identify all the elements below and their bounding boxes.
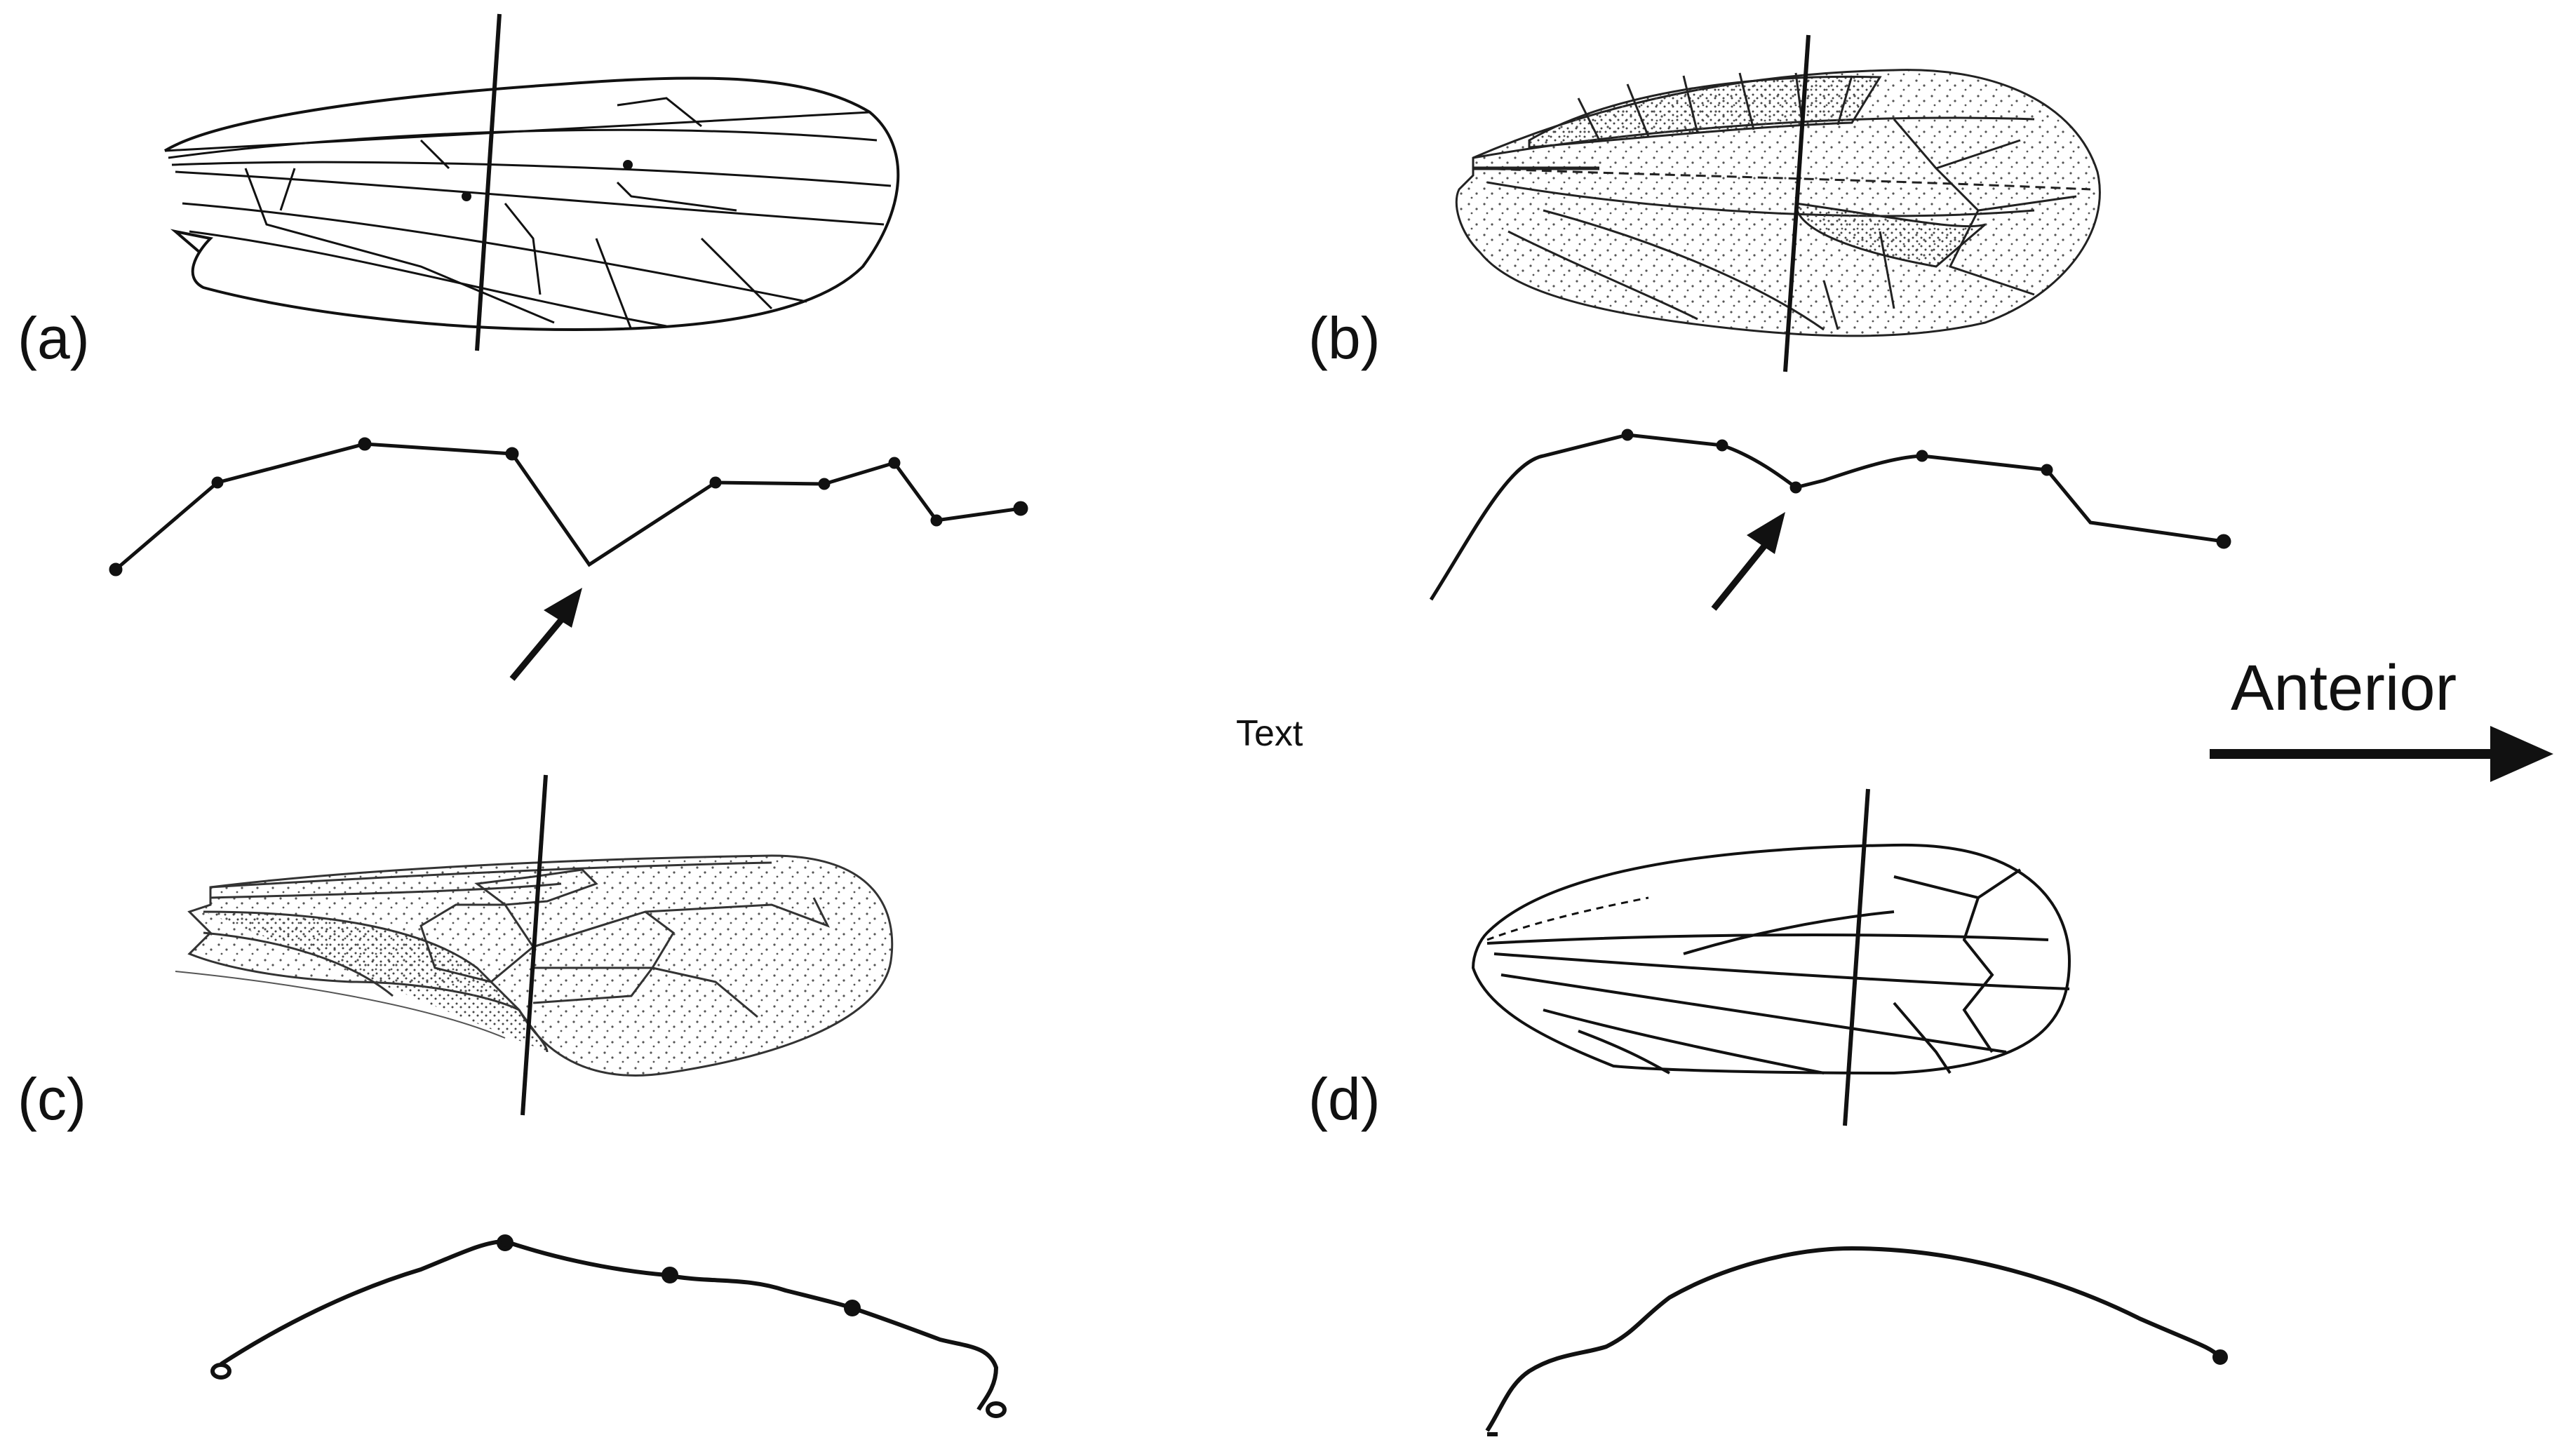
- anterior-label: Anterior: [2231, 652, 2457, 724]
- profile-c: [210, 1234, 1007, 1418]
- section-line-b: [1783, 34, 1811, 372]
- profile-a: [109, 437, 1028, 577]
- anterior-arrow: [2210, 726, 2553, 782]
- profile-d: [1485, 1246, 2228, 1436]
- wing-d: [1471, 843, 2071, 1075]
- panel-label-b: (b): [1308, 305, 1381, 371]
- wing-c: [175, 854, 894, 1077]
- wing-b: [1455, 69, 2101, 337]
- panel-label-a: (a): [18, 305, 90, 371]
- profile-b: [1429, 429, 2231, 601]
- section-line-c: [520, 774, 548, 1116]
- stray-text-label: Text: [1236, 713, 1303, 754]
- section-line-a: [475, 13, 502, 351]
- panel-label-c: (c): [18, 1066, 86, 1132]
- panel-label-d: (d): [1308, 1066, 1381, 1132]
- arrow-a: [509, 588, 582, 681]
- wing-a: [163, 76, 900, 332]
- section-line-d: [1843, 788, 1870, 1126]
- arrow-b: [1711, 512, 1785, 611]
